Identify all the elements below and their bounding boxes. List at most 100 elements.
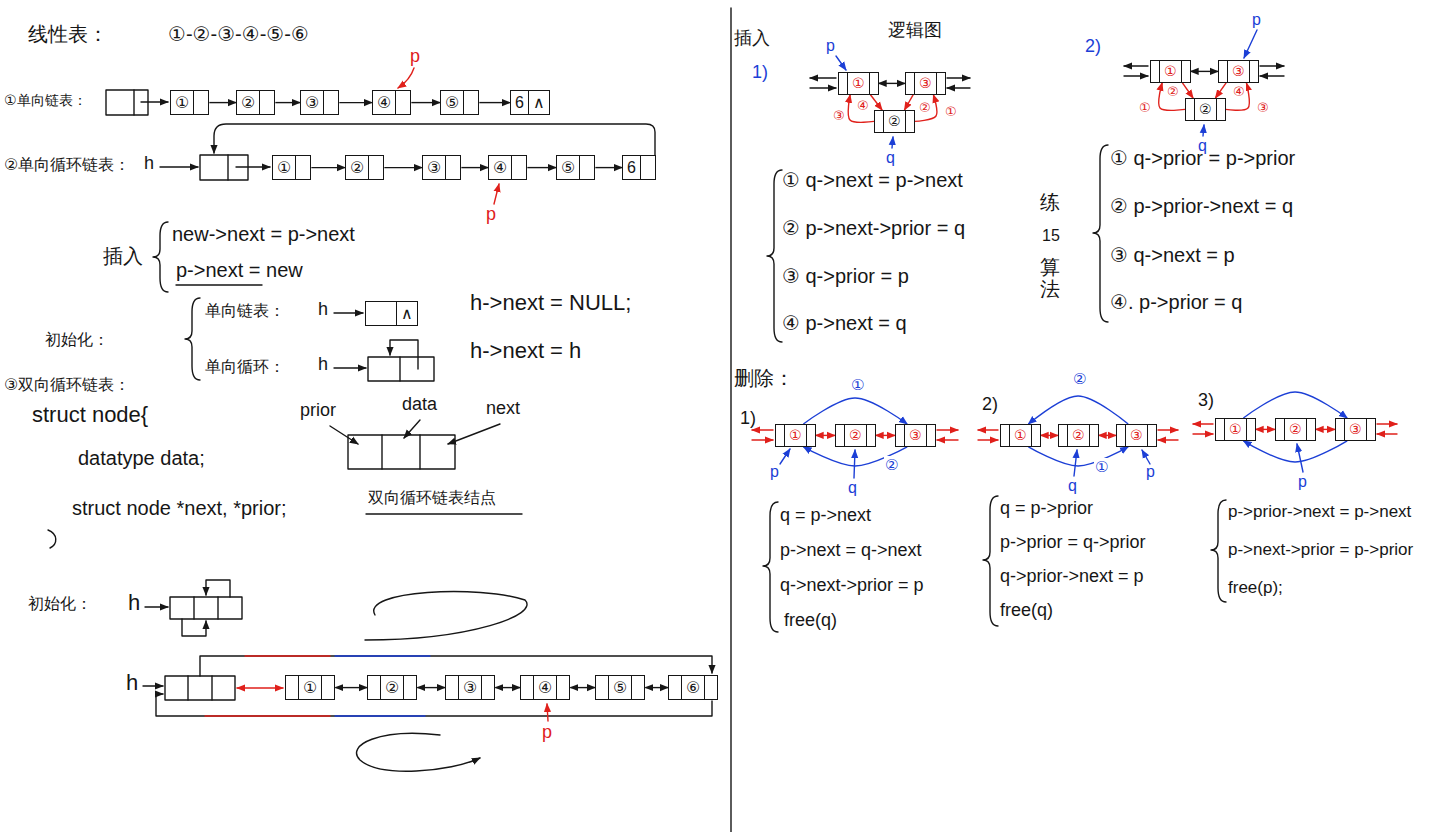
note-text: 1) xyxy=(752,62,768,84)
pointer-cell xyxy=(866,425,875,446)
pointer-cell xyxy=(323,91,338,114)
note-text: ④. p->prior = q xyxy=(1110,290,1242,314)
data-cell: ① xyxy=(1159,61,1181,82)
note-text: p->next = new xyxy=(176,258,303,282)
note-text: new->next = p->next xyxy=(172,222,355,246)
closing-brace xyxy=(48,530,56,548)
note-text: 删除： xyxy=(734,366,794,390)
node-value: ⑤ xyxy=(445,93,459,112)
note-text: p xyxy=(1146,462,1155,481)
data-cell: ⑤ xyxy=(557,156,579,179)
data-cell: ③ xyxy=(904,425,926,446)
pointer-cell xyxy=(1147,425,1156,446)
node-value: ① xyxy=(175,93,189,112)
leader-line xyxy=(330,426,358,444)
pointer-arrow xyxy=(1193,423,1213,424)
pointer-arrow xyxy=(494,184,499,204)
note-text: q->prior->next = p xyxy=(1000,566,1144,588)
cell-divider xyxy=(187,676,188,700)
node-value: ① xyxy=(1014,427,1027,444)
list-node: ② xyxy=(1275,418,1316,441)
list-node: ② xyxy=(1058,424,1099,447)
list-node: ④ xyxy=(488,155,527,180)
pointer-arrow xyxy=(1074,450,1077,476)
highlight-line xyxy=(245,655,330,656)
cell-divider xyxy=(419,435,420,469)
node-value: ② xyxy=(888,113,901,130)
pointer-cell xyxy=(193,91,208,114)
pointer-arrow xyxy=(978,439,998,440)
pointer-arrow xyxy=(752,439,773,440)
node-value: ③ xyxy=(1349,421,1362,438)
pointer-cell xyxy=(806,425,815,446)
loop-back-arrow xyxy=(182,619,206,636)
note-text: ①单向链表： xyxy=(4,92,87,109)
list-node: ① xyxy=(1150,60,1191,83)
data-cell: ① xyxy=(1009,425,1031,446)
list-node: ② xyxy=(236,90,275,115)
pointer-arrow xyxy=(876,435,895,436)
pointer-arrow xyxy=(1193,433,1213,434)
pointer-arrow xyxy=(1256,429,1275,430)
note-text: ④ p->next = q xyxy=(782,311,907,335)
pointer-arrow xyxy=(915,95,937,122)
node-value: ④ xyxy=(538,678,552,697)
list-node: ④ xyxy=(520,675,570,700)
list-node: ① xyxy=(272,155,311,180)
node-value: ② xyxy=(1289,421,1302,438)
data-cell: ③ xyxy=(301,91,323,114)
pointer-arrow xyxy=(334,312,363,313)
callout-number: ③ xyxy=(1256,100,1270,116)
note-text: q = p->next xyxy=(780,505,871,527)
note-text: ②单向循环链表： xyxy=(4,155,130,174)
node-value: ⑤ xyxy=(561,158,575,177)
data-cell: ∧ xyxy=(396,302,417,325)
pointer-cell xyxy=(556,676,569,699)
node-value: ③ xyxy=(1232,63,1245,80)
data-cell: ③ xyxy=(1227,61,1249,82)
pointer-arrow xyxy=(904,95,913,110)
data-cell: ② xyxy=(1284,419,1306,440)
pointer-arrow xyxy=(1377,433,1397,434)
pointer-cell xyxy=(640,156,655,179)
pointer-arrow xyxy=(1158,429,1178,430)
note-text: 逻辑图 xyxy=(888,20,942,42)
note-text: 练 xyxy=(1040,190,1060,214)
pointer-arrow xyxy=(145,606,168,607)
pointer-arrow xyxy=(527,167,556,168)
pointer-cell xyxy=(1181,61,1190,82)
pointer-arrow xyxy=(879,83,905,84)
data-cell: ④ xyxy=(489,156,511,179)
pointer-arrow xyxy=(595,167,622,168)
list-node: ② xyxy=(1185,98,1226,121)
pointer-cell xyxy=(463,91,478,114)
list-node: ① xyxy=(1000,424,1041,447)
pointer-arrow xyxy=(854,450,855,478)
pointer-arrow xyxy=(1028,447,1128,466)
note-text: q->next->prior = p xyxy=(780,575,924,597)
data-cell: ③ xyxy=(1344,419,1366,440)
page-divider xyxy=(730,8,731,832)
node-structure xyxy=(348,435,455,469)
pointer-cell xyxy=(1059,425,1067,446)
node-value: ④ xyxy=(493,158,507,177)
cell-divider xyxy=(217,597,218,619)
pointer-arrow xyxy=(384,167,422,168)
data-cell: ③ xyxy=(458,676,481,699)
pointer-cell xyxy=(596,676,608,699)
note-text: 2) xyxy=(1085,36,1101,58)
pointer-arrow xyxy=(947,87,970,88)
pointer-arrow xyxy=(209,102,236,103)
note-text: ③双向循环链表： xyxy=(4,375,130,394)
list-node: ⑤ xyxy=(556,155,595,180)
node-value: ② xyxy=(1199,101,1212,118)
pointer-cell xyxy=(926,425,935,446)
data-cell: ② xyxy=(844,425,866,446)
pointer-arrow xyxy=(1124,75,1148,76)
data-cell: ③ xyxy=(1125,425,1147,446)
loop-back-arrow xyxy=(200,656,712,676)
list-node: ⑤ xyxy=(440,90,479,115)
list-node: ① xyxy=(838,72,879,95)
pointer-cell xyxy=(481,676,494,699)
pointer-arrow xyxy=(411,102,440,103)
